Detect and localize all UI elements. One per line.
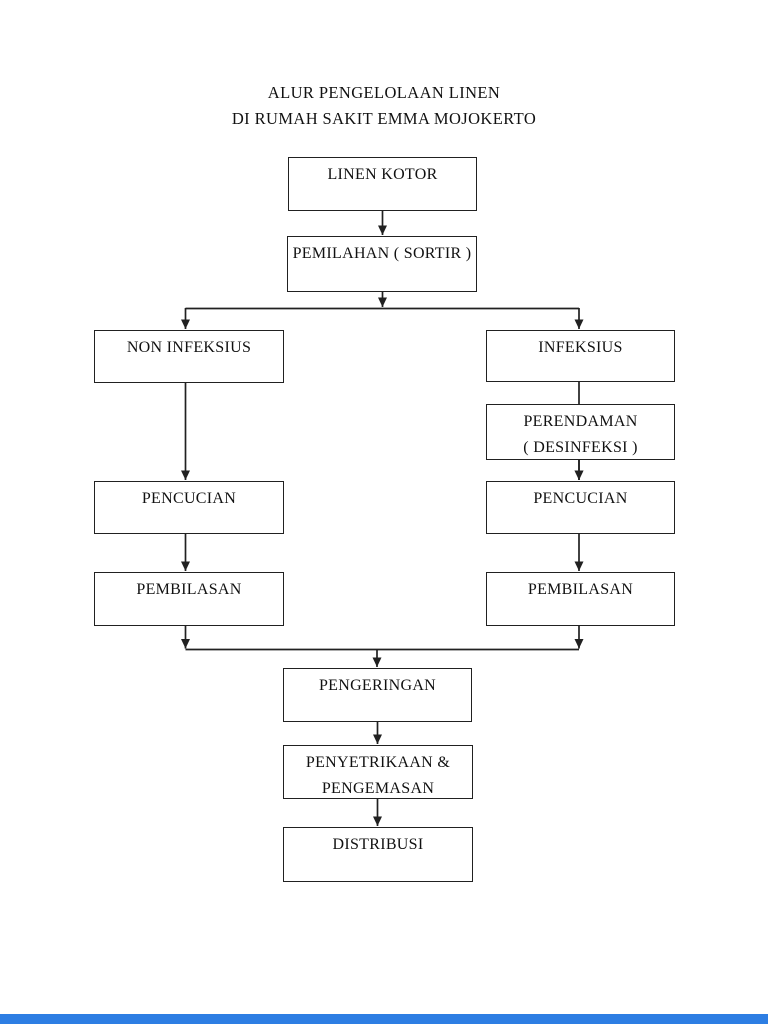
node-label: PEMBILASAN: [136, 581, 242, 598]
node-label-line-2: ( DESINFEKSI ): [523, 439, 638, 456]
node-label: DISTRIBUSI: [332, 836, 424, 853]
page-title: ALUR PENGELOLAAN LINEN DI RUMAH SAKIT EM…: [0, 80, 768, 132]
node-label: PENGERINGAN: [318, 677, 437, 694]
node-label: PENCUCIAN: [533, 490, 628, 507]
node-label: LINEN KOTOR: [327, 166, 438, 183]
flow-node-infeksius: INFEKSIUS: [486, 330, 675, 382]
flow-node-perendaman-desinfeksi: PERENDAMAN ( DESINFEKSI ): [486, 404, 675, 460]
flow-node-pembilasan-non-infeksius: PEMBILASAN: [94, 572, 284, 626]
flow-node-pemilahan-sortir: PEMILAHAN ( SORTIR ): [287, 236, 477, 292]
node-label: NON INFEKSIUS: [126, 339, 252, 356]
flow-node-distribusi: DISTRIBUSI: [283, 827, 473, 882]
node-label: PEMBILASAN: [527, 581, 634, 598]
flow-node-pencucian-infeksius: PENCUCIAN: [486, 481, 675, 534]
flow-node-penyetrikaan-pengemasan: PENYETRIKAAN & PENGEMASAN: [283, 745, 473, 799]
flow-node-pengeringan: PENGERINGAN: [283, 668, 472, 722]
flow-node-pencucian-non-infeksius: PENCUCIAN: [94, 481, 284, 534]
title-line-2: DI RUMAH SAKIT EMMA MOJOKERTO: [231, 109, 537, 128]
node-label: PENCUCIAN: [141, 490, 237, 507]
node-label-line-1: PENYETRIKAAN &: [305, 754, 451, 771]
flow-node-non-infeksius: NON INFEKSIUS: [94, 330, 284, 383]
node-label-line-1: PERENDAMAN: [523, 413, 638, 430]
flow-node-pembilasan-infeksius: PEMBILASAN: [486, 572, 675, 626]
node-label: PEMILAHAN ( SORTIR ): [292, 245, 472, 262]
flow-node-linen-kotor: LINEN KOTOR: [288, 157, 477, 211]
node-label-line-2: PENGEMASAN: [321, 780, 435, 797]
viewer-next-page-strip: [0, 1014, 768, 1024]
title-line-1: ALUR PENGELOLAAN LINEN: [267, 83, 501, 102]
node-label: INFEKSIUS: [538, 339, 623, 356]
